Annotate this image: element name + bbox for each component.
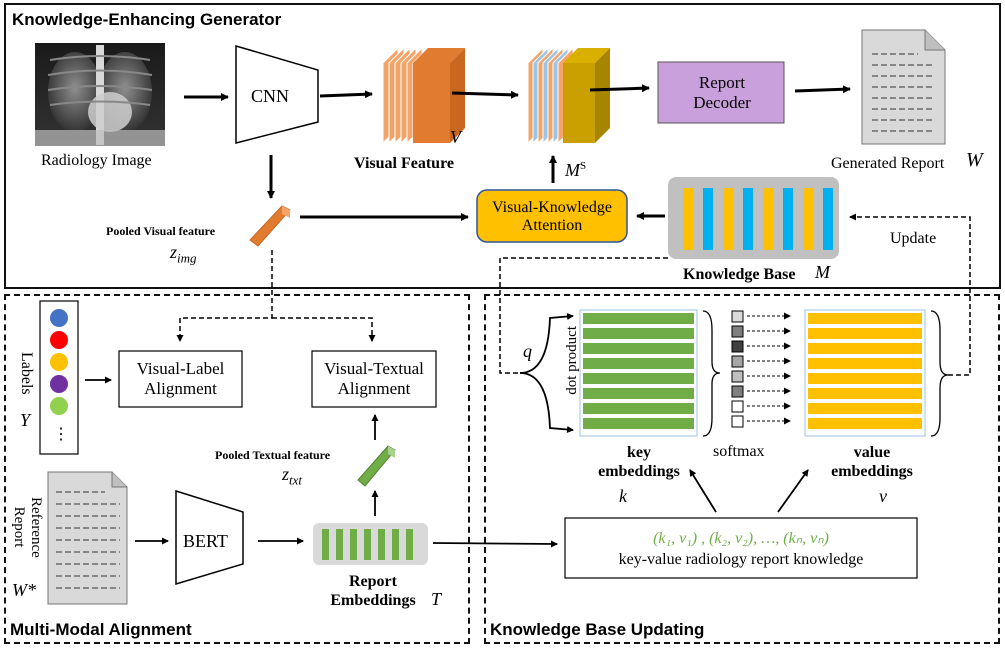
kb-update-title: Knowledge Base Updating [490, 620, 705, 639]
visual-feature-symbol: V [450, 127, 461, 147]
pooled-visual-label: Pooled Visual feature [106, 224, 216, 238]
kv-caption: key-value radiology report knowledge [618, 551, 864, 568]
labels-symbol: Y [20, 410, 31, 430]
ms-stack [527, 46, 610, 145]
report-embeddings-block [313, 523, 428, 565]
dot-product-label: dot product [564, 326, 580, 395]
kb-update-panel [484, 294, 1000, 644]
bert-label: BERT [183, 531, 228, 551]
reference-symbol: W* [12, 580, 36, 600]
softmax-label: softmax [713, 443, 765, 460]
cnn-block [235, 44, 319, 144]
pooled-visual-bar [249, 205, 291, 247]
alignment-title: Multi-Modal Alignment [10, 620, 192, 639]
key-embeddings-block [579, 309, 698, 437]
generated-report-label: Generated Report [831, 155, 945, 172]
labels-column [39, 300, 79, 455]
value-embeddings-label: value embeddings [831, 444, 913, 481]
vk-attention-label: Visual-Knowledge Attention [492, 198, 612, 234]
pooled-textual-symbol: ztxt [282, 464, 303, 488]
knowledge-base-block [668, 177, 839, 259]
reference-report-doc [47, 471, 128, 605]
generated-report-symbol: W [966, 149, 983, 171]
labels-ellipsis: ⋮ [53, 426, 69, 443]
kv-knowledge-box [564, 517, 918, 579]
knowledge-base-label: Knowledge Base [683, 266, 796, 283]
report-decoder-label: Report Decoder [693, 73, 751, 112]
update-label: Update [890, 230, 937, 247]
value-embeddings-block [804, 309, 926, 437]
generator-title: Knowledge-Enhancing Generator [12, 10, 282, 29]
visual-label-text: Visual-Label Alignment [136, 359, 225, 398]
q-symbol: q [523, 341, 532, 361]
report-decoder-box [657, 61, 785, 124]
report-embeddings-symbol: T [431, 589, 442, 609]
reference-report-label: Reference Report [11, 497, 45, 558]
cnn-label: CNN [251, 86, 290, 106]
vk-attention-box [476, 189, 628, 243]
kv-formula: (k₁, v₁) , (k₂, v₂), …, (kₙ, vₙ) [653, 530, 829, 547]
key-symbol: k [619, 486, 627, 506]
softmax-cells [731, 310, 744, 428]
visual-textual-text: Visual-Textual Alignment [324, 359, 424, 398]
radiology-image-label: Radiology Image [41, 152, 152, 169]
radiology-image [35, 43, 165, 146]
generator-panel [4, 3, 1001, 289]
report-embeddings-label: Report Embeddings [330, 573, 416, 610]
visual-label-box [118, 350, 243, 408]
generated-report-doc [861, 29, 946, 145]
alignment-panel [4, 294, 470, 644]
pooled-textual-label: Pooled Textual feature [215, 448, 331, 462]
bert-block [175, 489, 244, 586]
value-symbol: v [879, 486, 887, 506]
knowledge-base-symbol: M [815, 262, 830, 282]
visual-feature-label: Visual Feature [354, 155, 454, 172]
pooled-textual-bar [357, 445, 396, 487]
labels-label: Labels [18, 352, 35, 395]
pooled-visual-symbol: zimg [170, 242, 197, 266]
key-embeddings-label: key embeddings [598, 444, 680, 481]
ms-symbol: MS [565, 160, 587, 180]
visual-feature-stack [382, 46, 465, 145]
visual-textual-box [311, 350, 437, 408]
